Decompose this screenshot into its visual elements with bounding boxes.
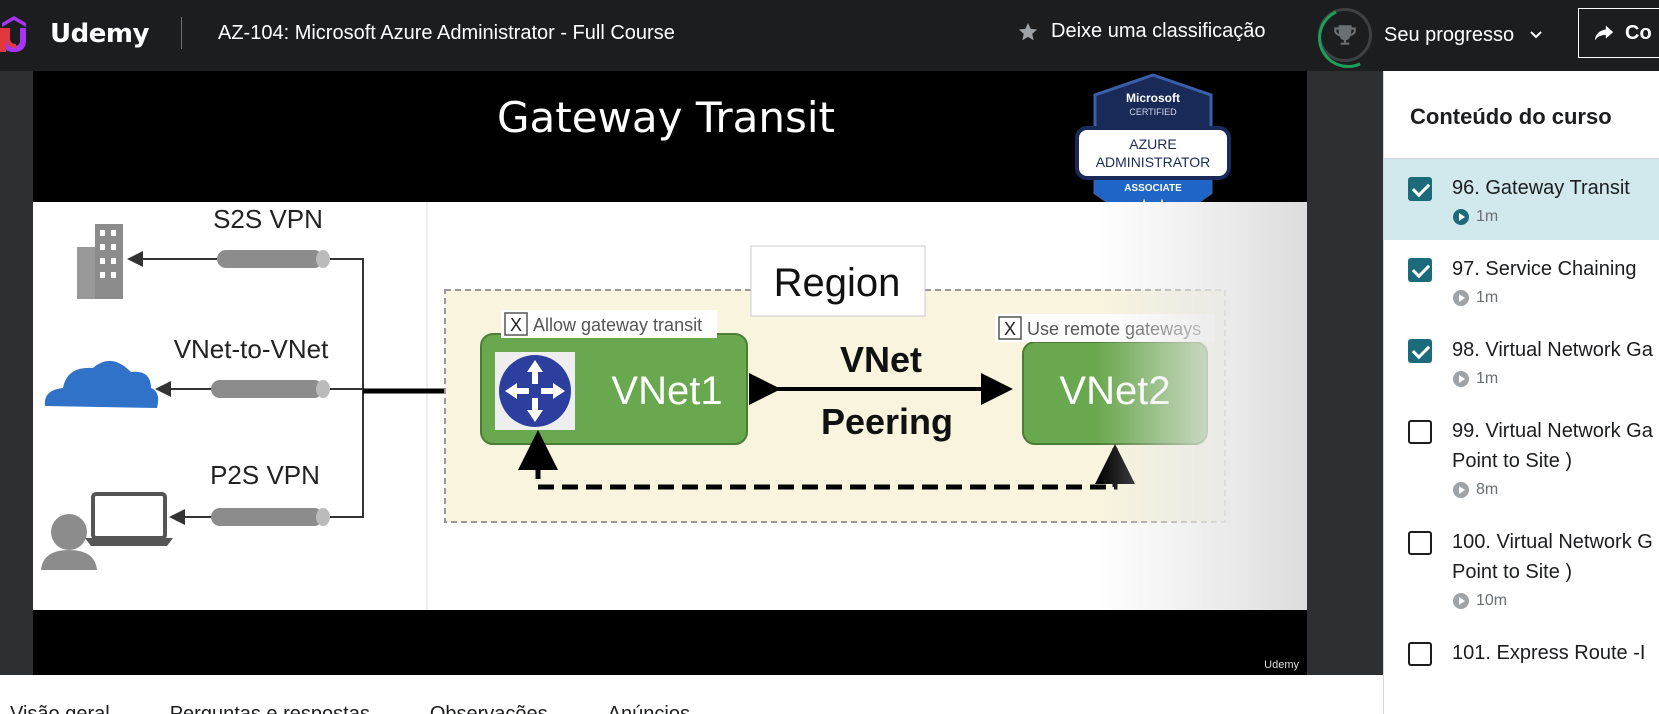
tab-overview[interactable]: Visão geral [10,703,110,714]
lecture-title-cont: Point to Site ) [1452,561,1573,583]
tab-qa[interactable]: Perguntas e respostas [169,703,370,714]
lecture-item[interactable]: 100. Virtual Network G Point to Site ) 10m [1384,513,1659,624]
lecture-item[interactable]: 98. Virtual Network Ga 1m [1384,321,1659,402]
lecture-title: 96. Gateway Transit [1452,177,1630,199]
lecture-complete-checkbox[interactable] [1408,339,1432,363]
bottom-tabs: Visão geral Perguntas e respostas Observ… [0,695,1383,714]
lecture-duration: 10m [1476,592,1508,609]
lecture-meta: 10m [1452,592,1659,624]
play-circle-icon [1453,482,1469,498]
lecture-duration: 8m [1476,481,1499,498]
course-content-heading: Conteúdo do curso [1384,71,1659,159]
chevron-down-icon [1530,31,1542,39]
lecture-item[interactable]: 99. Virtual Network Ga Point to Site ) 8m [1384,402,1659,513]
lecture-complete-checkbox[interactable] [1408,420,1432,444]
router-icon [499,355,571,427]
vnet1-label: VNet1 [611,369,722,413]
lecture-title: 97. Service Chaining [1452,258,1637,280]
lecture-meta: 8m [1452,481,1659,513]
course-title[interactable]: AZ-104: Microsoft Azure Administrator - … [218,22,675,44]
gateway-transit-diagram: S2S VPN VNet-to-VNet P2S VPN Region VNet… [41,202,1226,610]
brand-name: Udemy [50,19,149,49]
udemy-logo-mark-icon [0,16,26,52]
header-divider [181,17,182,49]
lecture-complete-checkbox[interactable] [1408,258,1432,282]
badge-line2: CERTIFIED [1129,107,1177,117]
trophy-icon [1334,25,1356,45]
lecture-meta: 1m [1452,370,1659,402]
tab-announcements[interactable]: Anúncios [607,703,690,714]
gateway-transit-path [518,430,1118,490]
badge-line1: Microsoft [1126,91,1180,105]
vnet2-label: VNet2 [1059,369,1170,413]
lecture-meta: 1m [1452,289,1659,321]
lecture-complete-checkbox[interactable] [1408,177,1432,201]
badge-line5: ASSOCIATE [1124,183,1182,194]
badge-line3: AZURE [1129,136,1176,152]
use-remote-gateways-label: Use remote gateways [1027,319,1201,339]
lecture-title: 99. Virtual Network Ga [1452,420,1653,442]
allow-gateway-transit-label: Allow gateway transit [533,315,702,335]
vnet-to-vnet-label: VNet-to-VNet [174,334,329,364]
region-label: Region [774,261,901,305]
lecture-item[interactable]: 101. Express Route -I [1384,624,1659,688]
rate-course-button[interactable]: Deixe uma classificação [1017,20,1266,43]
allow-gateway-transit-checkbox: X [510,315,522,335]
rate-course-label: Deixe uma classificação [1051,20,1266,42]
peering-line1: VNet [840,339,922,380]
progress-ring [1318,8,1372,62]
vpn-tunnels [211,250,330,526]
slide-diagram: S2S VPN VNet-to-VNet P2S VPN Region VNet… [33,202,1307,610]
lecture-title: 101. Express Route -I [1452,642,1646,664]
video-frame[interactable]: Gateway Transit Microsoft CERTIFIED AZUR… [33,71,1307,675]
udemy-logo[interactable]: Udemy [0,14,149,54]
peering-line2: Peering [821,401,953,442]
user-laptop-icon [41,492,173,570]
progress-label: Seu progresso [1384,23,1515,46]
lecture-duration: 1m [1476,370,1499,387]
cloud-icon [44,360,159,408]
star-icon [1018,22,1038,40]
lecture-complete-checkbox[interactable] [1408,642,1432,666]
lecture-item[interactable]: 97. Service Chaining 1m [1384,240,1659,321]
lecture-title: 98. Virtual Network Ga [1452,339,1653,361]
tab-notes[interactable]: Observações [429,703,548,714]
lecture-duration: 1m [1476,289,1499,306]
use-remote-gateways-checkbox: X [1004,319,1016,339]
play-circle-icon [1453,209,1469,225]
play-circle-icon [1453,290,1469,306]
s2s-vpn-label: S2S VPN [213,204,323,234]
lecture-title-cont: Point to Site ) [1452,450,1573,472]
play-circle-icon [1453,593,1469,609]
share-label: Co [1625,21,1652,44]
progress-dropdown[interactable]: Seu progresso [1318,8,1544,62]
p2s-vpn-label: P2S VPN [210,460,320,490]
play-circle-icon [1453,371,1469,387]
building-icon [77,224,123,299]
video-player[interactable]: Gateway Transit Microsoft CERTIFIED AZUR… [0,71,1383,675]
slide-title: Gateway Transit [496,93,835,142]
video-watermark: Udemy [1264,659,1299,671]
lecture-meta: 1m [1452,208,1659,240]
lecture-title: 100. Virtual Network G [1452,531,1653,553]
lecture-duration: 1m [1476,208,1499,225]
top-bar: Udemy AZ-104: Microsoft Azure Administra… [0,0,1659,71]
lecture-item[interactable]: 96. Gateway Transit 1m [1384,159,1659,240]
badge-line4: ADMINISTRATOR [1096,154,1211,170]
share-arrow-icon [1594,25,1614,41]
lecture-complete-checkbox[interactable] [1408,531,1432,555]
share-button[interactable]: Co [1578,8,1659,58]
